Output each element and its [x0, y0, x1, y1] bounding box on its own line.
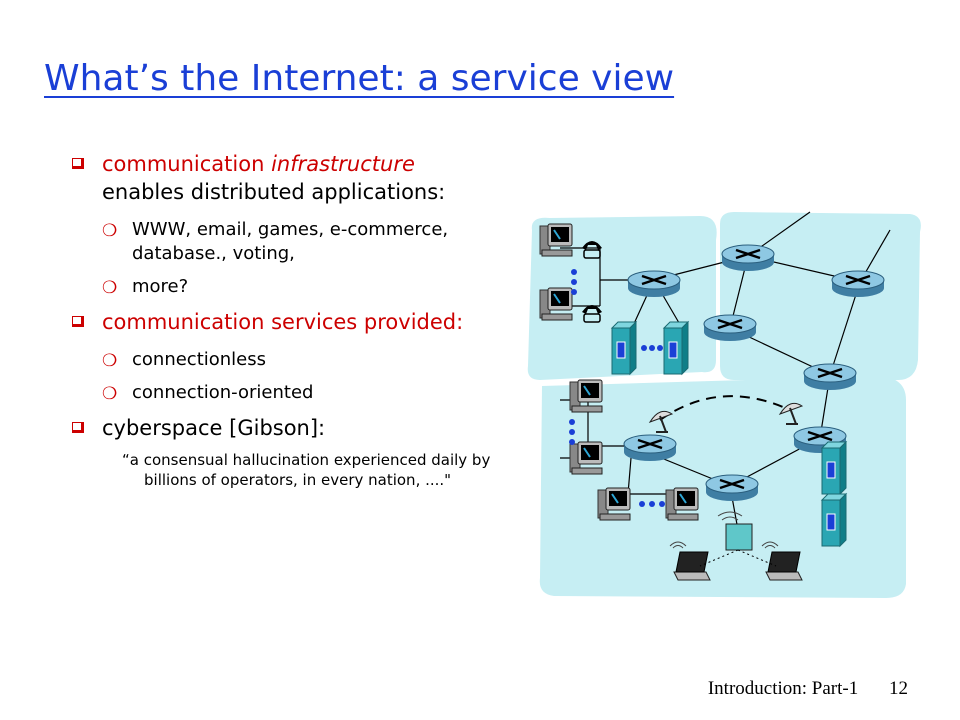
server-icon: [821, 493, 847, 547]
router-icon: [802, 362, 858, 392]
wireless-signal-icon: [717, 511, 743, 521]
sub-bullet-apps: ❍ WWW, email, games, e-commerce, databas…: [102, 218, 492, 266]
bullet-text-post: enables distributed applications:: [102, 180, 446, 204]
desktop-computer-icon: [569, 441, 603, 475]
gibson-quote: “a consensual hallucination experienced …: [122, 451, 491, 489]
bullet-infrastructure: communication infrastructure enables dis…: [72, 150, 492, 206]
bullet-services: communication services provided:: [72, 308, 492, 336]
network-cloud-right: [720, 212, 921, 380]
bullet-cyberspace: cyberspace [Gibson]:: [72, 414, 492, 442]
bullet-square-icon: [72, 316, 84, 327]
bullet-list: communication infrastructure enables dis…: [72, 150, 492, 490]
wireless-base-station-icon: [725, 523, 753, 551]
footer-label: Introduction: Part-1: [707, 678, 859, 699]
slide-title: What’s the Internet: a service view: [44, 58, 675, 99]
router-icon: [622, 433, 678, 463]
router-icon: [720, 243, 776, 273]
sub-bullet-icon: ❍: [102, 278, 118, 298]
slide-footer: Introduction: Part-1 12: [708, 678, 908, 700]
router-icon: [704, 473, 760, 503]
server-icon: [821, 441, 847, 495]
sub-bullet-connectionless: ❍ connectionless: [102, 348, 492, 372]
server-icon: [611, 321, 637, 375]
page-number: 12: [889, 678, 908, 699]
sub-bullet-text: connectionless: [132, 349, 267, 370]
desktop-computer-icon: [665, 487, 699, 521]
server-icon: [663, 321, 689, 375]
sub-bullet-more: ❍ more?: [102, 275, 492, 299]
router-icon: [626, 269, 682, 299]
sub-bullet-icon: ❍: [102, 351, 118, 371]
bullet-text-em: infrastructure: [271, 152, 415, 176]
sub-bullet-text: connection-oriented: [132, 382, 314, 403]
sub-bullet-text: more?: [132, 276, 189, 297]
network-diagram: [527, 211, 921, 598]
sub-bullet-icon: ❍: [102, 384, 118, 404]
sub-bullet-connection-oriented: ❍ connection-oriented: [102, 381, 492, 405]
bullet-square-icon: [72, 158, 84, 169]
router-icon: [702, 313, 758, 343]
desktop-computer-icon: [569, 379, 603, 413]
bullet-square-icon: [72, 422, 84, 433]
bullet-text: communication services provided:: [102, 310, 464, 334]
bullet-text-pre: communication: [102, 152, 272, 176]
desktop-computer-icon: [539, 287, 573, 321]
desktop-computer-icon: [539, 223, 573, 257]
desktop-computer-icon: [597, 487, 631, 521]
bullet-text: cyberspace [Gibson]:: [102, 416, 326, 440]
router-icon: [830, 269, 886, 299]
sub-bullet-icon: ❍: [102, 221, 118, 241]
sub-bullet-text: WWW, email, games, e-commerce, database.…: [132, 219, 449, 264]
